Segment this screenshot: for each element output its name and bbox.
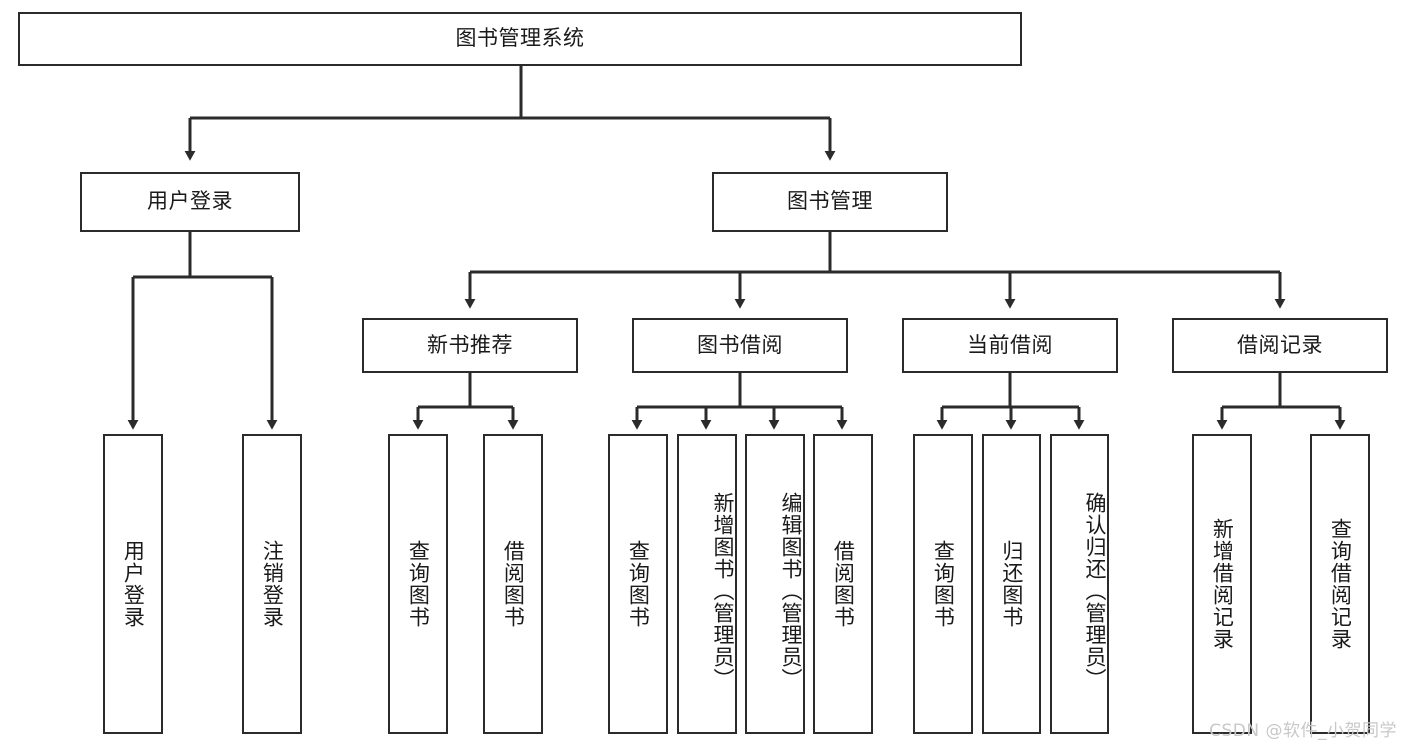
node-current-borrow[interactable]: 当前借阅 (902, 318, 1118, 373)
leaf-query-book-new[interactable]: 查询图书 (388, 434, 448, 734)
node-user-login[interactable]: 用户登录 (80, 172, 300, 232)
node-book-management[interactable]: 图书管理 (712, 172, 948, 232)
node-borrow-record[interactable]: 借阅记录 (1172, 318, 1388, 373)
leaf-return-book[interactable]: 归还图书 (982, 434, 1041, 734)
leaf-borrow-book[interactable]: 借阅图书 (813, 434, 873, 734)
node-new-book-recommend[interactable]: 新书推荐 (362, 318, 578, 373)
watermark: CSDN @软件_小贺同学 (1209, 721, 1397, 741)
leaf-borrow-book-new[interactable]: 借阅图书 (483, 434, 543, 734)
leaf-query-book-current[interactable]: 查询图书 (913, 434, 973, 734)
leaf-logout[interactable]: 注销登录 (242, 434, 302, 734)
leaf-query-borrow-record[interactable]: 查询借阅记录 (1310, 434, 1370, 734)
leaf-query-book-borrow[interactable]: 查询图书 (608, 434, 668, 734)
leaf-edit-book-admin[interactable]: 编辑图书（管理员） (745, 434, 805, 734)
leaf-add-book-admin[interactable]: 新增图书（管理员） (677, 434, 737, 734)
leaf-confirm-return-admin[interactable]: 确认归还（管理员） (1050, 434, 1109, 734)
leaf-add-borrow-record[interactable]: 新增借阅记录 (1192, 434, 1252, 734)
node-book-borrow[interactable]: 图书借阅 (632, 318, 848, 373)
node-root-book-management-system[interactable]: 图书管理系统 (18, 12, 1022, 66)
leaf-user-login[interactable]: 用户登录 (103, 434, 163, 734)
